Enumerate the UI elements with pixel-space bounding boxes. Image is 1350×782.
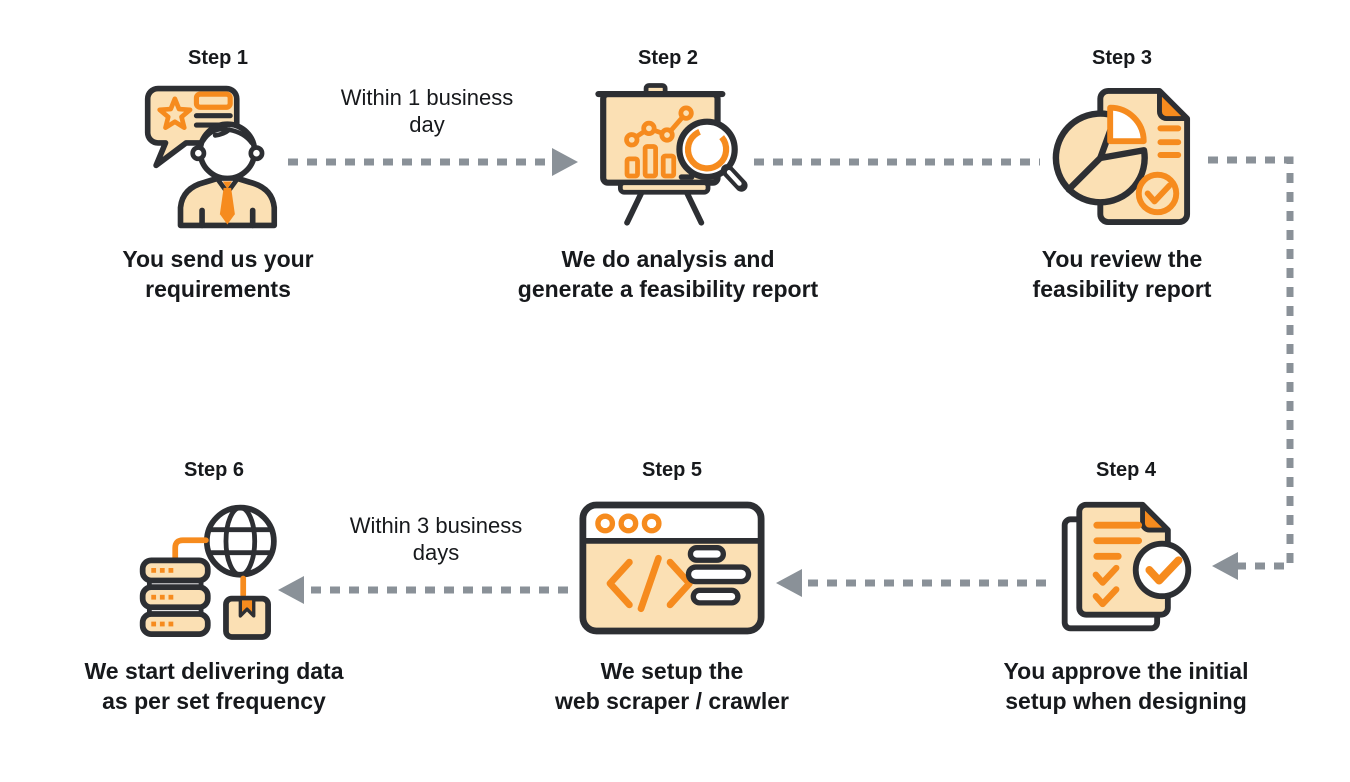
duration-label-1: Within 1 business day (277, 84, 577, 138)
data-delivery-icon (34, 492, 394, 644)
caption-line: You send us your (122, 246, 314, 272)
caption-line: web scraper / crawler (555, 688, 789, 714)
approve-setup-icon (946, 492, 1306, 644)
caption-line: setup when designing (1005, 688, 1247, 714)
step-caption: We setup the web scraper / crawler (492, 656, 852, 716)
caption-line: generate a feasibility report (517, 276, 819, 302)
caption-line: as per set frequency (102, 688, 326, 714)
caption-line: feasibility report (1032, 276, 1212, 302)
step-title: Step 2 (637, 47, 699, 69)
caption-line: You approve the initial (1003, 658, 1249, 684)
caption-line: We start delivering data (84, 658, 344, 684)
step-caption: You review the feasibility report (942, 244, 1302, 304)
step-title: Step 3 (1091, 47, 1153, 69)
caption-line: We do analysis and (561, 246, 775, 272)
caption-line: requirements (145, 276, 291, 302)
step-caption: You approve the initial setup when desig… (946, 656, 1306, 716)
step-5: Step 5 We setup the web scraper / crawle… (492, 458, 852, 716)
step-6: Step 6 We start (34, 458, 394, 716)
step-title: Step 6 (183, 459, 245, 481)
step-3: Step 3 You review the feasibility report (942, 46, 1302, 304)
analysis-report-icon (488, 80, 848, 232)
step-caption: You send us your requirements (38, 244, 398, 304)
customer-requirements-icon (38, 80, 398, 232)
caption-line: You review the (1041, 246, 1203, 272)
step-title: Step 5 (641, 459, 703, 481)
web-scraper-icon (492, 492, 852, 644)
duration-label-2: Within 3 business days (286, 512, 586, 566)
step-caption: We do analysis and generate a feasibilit… (488, 244, 848, 304)
step-title: Step 1 (187, 47, 249, 69)
duration-line: Within 3 business (349, 513, 523, 538)
step-2: Step 2 (488, 46, 848, 304)
step-caption: We start delivering data as per set freq… (34, 656, 394, 716)
step-1: Step 1 You send us your requirements (38, 46, 398, 304)
caption-line: We setup the (600, 658, 744, 684)
duration-line: day (409, 112, 445, 137)
step-title: Step 4 (1095, 459, 1157, 481)
duration-line: Within 1 business (340, 85, 514, 110)
review-report-icon (942, 80, 1302, 232)
duration-line: days (412, 540, 460, 565)
step-4: Step 4 You approve the initial setup whe… (946, 458, 1306, 716)
